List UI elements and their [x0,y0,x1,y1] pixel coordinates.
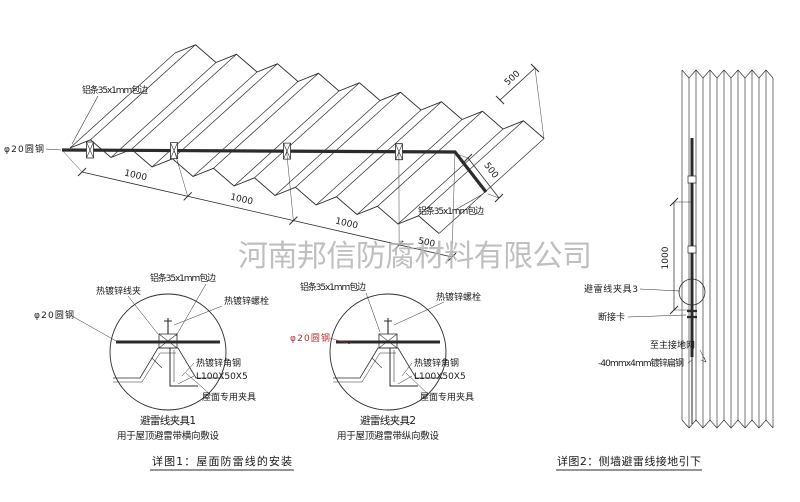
detail1-strip-label: 铝条35x1mm包边 [150,272,216,284]
detail2-title: 避雷线夹具2 [360,414,416,427]
detail2-angle-steel-label: 热镀锌角钢 [414,357,459,369]
wall-dim-label: 1000 [661,246,671,269]
detail1-wire-clip-label: 热镀锌线夹 [96,285,141,297]
detail1-angle-steel-label: 热镀锌角钢 [196,357,241,369]
detail2-subtitle: 用于屋顶避雷带纵向敷设 [337,430,439,442]
detail2-bolt-label: 热镀锌螺栓 [436,291,481,303]
detail2-roof-clamp-label: 屋面专用夹具 [420,391,474,403]
wall-disconnect-label: 断接卡 [598,311,625,323]
roof-dim-bottom-2: 1000 [229,193,254,208]
caption-detail2: 详图2：侧墙避雷线接地引下 [557,454,701,468]
detail1-title: 避雷线夹具1 [140,414,196,427]
roof-strip-top-label: 铝条35x1mm包边 [82,84,148,96]
roof-strip-right-label: 铝条35x1mm包边 [418,205,484,217]
roof-round-steel-label: φ20圆钢 [4,143,44,155]
roof-dim-bottom-3: 1000 [334,217,359,232]
caption-detail1: 详图1：屋面防雷线的安装 [152,454,292,468]
roof-dim-bottom-1: 1000 [123,169,148,184]
detail1-round-steel-label: φ20圆钢 [34,309,74,321]
detail1-bolt-label: 热镀锌螺栓 [224,295,269,307]
wall-flat-steel-label: -40mmx4mm镀锌扁钢 [598,357,684,369]
detail2-round-steel-label: φ20圆钢 [290,332,330,344]
detail1-angle-spec-label: L100X50X5 [196,372,248,382]
roof-dim-right-side: 500 [481,161,500,181]
watermark: 河南邦信防腐材料有限公司 [238,239,594,274]
wall-to-ground-label: 至主接地网 [650,339,695,351]
wall-clamp3-label: 避雷线夹具3 [584,283,638,295]
roof-dim-right-top: 500 [503,69,523,88]
detail2-strip-label: 铝条35x1mm包边 [300,281,366,293]
detail1-roof-clamp-label: 屋面专用夹具 [202,391,256,403]
detail2-angle-spec-label: L100X50X5 [414,372,466,382]
detail1-subtitle: 用于屋顶避雷带横向敷设 [117,430,219,442]
